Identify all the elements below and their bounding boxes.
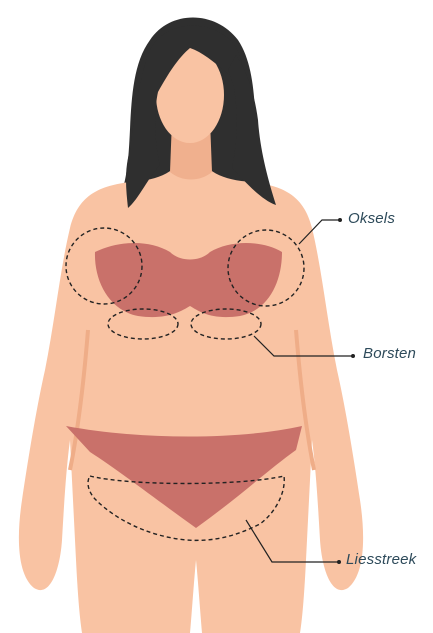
armpits-leader-dot	[338, 218, 342, 222]
breasts-leader-dot	[351, 354, 355, 358]
label-armpits: Oksels	[348, 210, 395, 227]
groin-leader-dot	[337, 560, 341, 564]
body-silhouette	[19, 150, 363, 633]
label-breasts: Borsten	[363, 345, 416, 362]
label-groin: Liesstreek	[346, 551, 416, 568]
